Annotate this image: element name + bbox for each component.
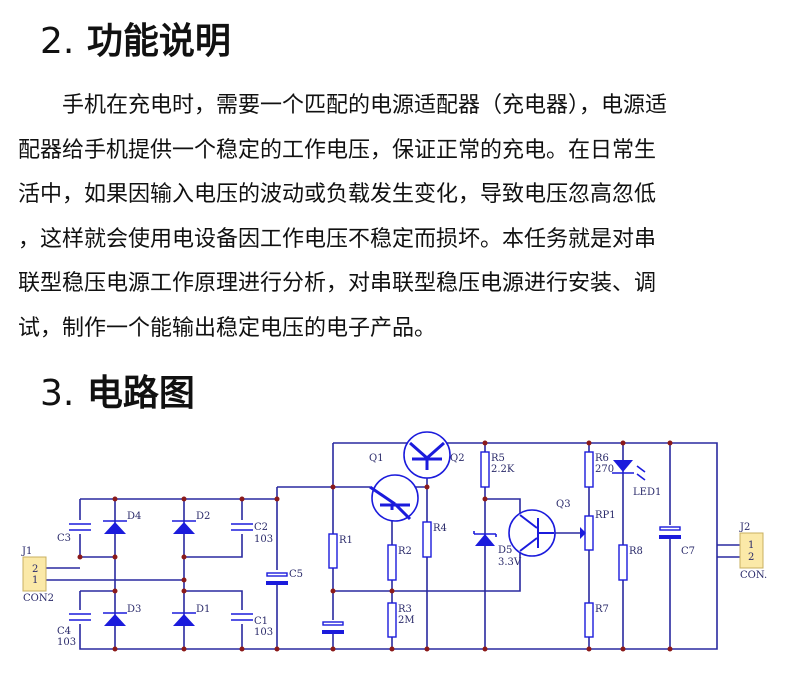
label-d4: D4 xyxy=(127,511,141,522)
label-r4: R4 xyxy=(433,523,447,534)
label-d1: D1 xyxy=(196,604,210,615)
paragraph-line: 联型稳压电源工作原理进行分析，对串联型稳压电源进行安装、调 xyxy=(18,271,657,296)
label-j2-pin2: 2 xyxy=(748,552,754,563)
label-r7: R7 xyxy=(595,604,609,615)
label-r6: R6 xyxy=(595,453,609,464)
connector-j2 xyxy=(739,532,764,569)
component-labels: J1 2 1 CON2 C3 C4 103 D4 D3 D2 D1 C2 103… xyxy=(21,453,767,648)
label-r2: R2 xyxy=(398,546,412,557)
label-r1: R1 xyxy=(339,535,353,546)
label-d3: D3 xyxy=(127,604,141,615)
label-c2: C2 xyxy=(254,522,268,533)
section-title: 电路图 xyxy=(86,373,195,414)
label-q3: Q3 xyxy=(556,499,571,510)
section-number: 2. xyxy=(40,21,75,62)
label-j1: J1 xyxy=(21,546,32,557)
label-c5: C5 xyxy=(289,569,303,580)
resistors xyxy=(328,451,628,638)
paragraph-line: 配器给手机提供一个稳定的工作电压，保证正常的充电。在日常生 xyxy=(18,137,657,163)
label-d5: D5 xyxy=(498,545,512,556)
label-c4: C4 xyxy=(57,626,71,637)
label-c7: C7 xyxy=(681,546,695,557)
label-r5: R5 xyxy=(491,453,505,464)
label-j1-pin2: 2 xyxy=(32,564,38,575)
label-q2: Q2 xyxy=(450,453,465,464)
label-d5-value: 3.3V xyxy=(498,557,522,568)
electrolytic-capacitors xyxy=(265,525,682,634)
connector-j1 xyxy=(22,556,47,592)
label-q1: Q1 xyxy=(369,453,384,464)
label-rp1: RP1 xyxy=(595,510,616,521)
label-j1-pin1: 1 xyxy=(32,575,38,586)
label-c3: C3 xyxy=(57,533,71,544)
transistors xyxy=(369,431,556,557)
label-c1: C1 xyxy=(254,616,268,627)
description-paragraph: 手机在充电时，需要一个匹配的电源适配器（充电器），电源适 配器给手机提供一个稳定… xyxy=(18,84,788,351)
section-title: 功能说明 xyxy=(86,21,231,62)
label-j1-type: CON2 xyxy=(23,593,54,604)
label-c4-value: 103 xyxy=(57,637,76,648)
label-j2-type: CON. xyxy=(740,570,767,581)
section-2-heading: 2. 功能说明 xyxy=(40,12,231,64)
label-j2: J2 xyxy=(739,522,750,533)
paragraph-line: 活中，如果因输入电压的波动或负载发生变化，导致电压忽高忽低 xyxy=(18,182,657,207)
label-r3: R3 xyxy=(398,604,412,615)
label-c2-value: 103 xyxy=(254,534,273,545)
label-d2: D2 xyxy=(196,511,210,522)
label-led1: LED1 xyxy=(633,487,661,498)
paragraph-line: 试，制作一个能输出稳定电压的电子产品。 xyxy=(18,315,437,341)
circuit-diagram: J1 2 1 CON2 C3 C4 103 D4 D3 D2 D1 C2 103… xyxy=(21,431,767,652)
label-j2-pin1: 1 xyxy=(748,540,754,551)
capacitor-symbols xyxy=(68,520,254,624)
label-r3-value: 2M xyxy=(398,615,415,626)
paragraph-line: 手机在充电时，需要一个匹配的电源适配器（充电器），电源适 xyxy=(18,93,668,118)
label-r5-value: 2.2K xyxy=(491,464,515,475)
section-number: 3. xyxy=(40,373,75,414)
label-r8: R8 xyxy=(629,546,643,557)
paragraph-line: ，这样就会使用电设备因工作电压不稳定而损坏。本任务就是对串 xyxy=(18,226,657,252)
diodes xyxy=(103,460,646,626)
label-r6-value: 270 xyxy=(595,464,614,475)
section-3-heading: 3. 电路图 xyxy=(40,364,195,416)
label-c1-value: 103 xyxy=(254,627,273,638)
junction-dots xyxy=(77,440,673,652)
